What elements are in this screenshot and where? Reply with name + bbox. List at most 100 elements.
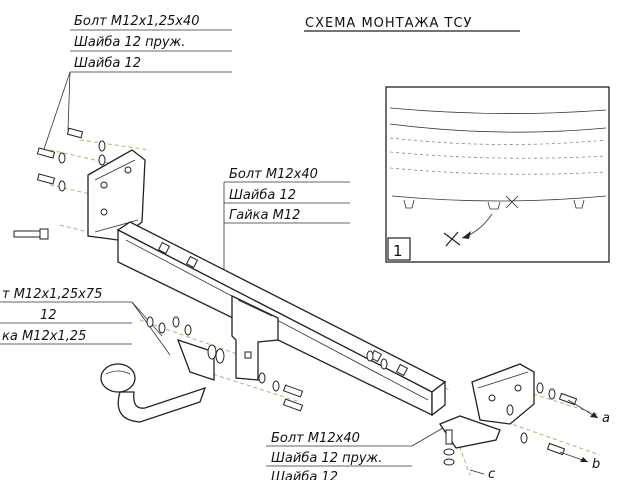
washer xyxy=(58,180,66,192)
right-mounting-bracket xyxy=(439,363,578,466)
inset-detail: 1 xyxy=(385,86,610,263)
diagram-title: СХЕМА МОНТАЖА ТСУ xyxy=(305,16,472,31)
bolt xyxy=(282,384,304,398)
washer xyxy=(172,316,180,328)
bolt xyxy=(558,392,578,406)
washer xyxy=(443,448,455,456)
beam-end-face xyxy=(431,380,446,417)
bolt-hole xyxy=(488,394,496,402)
label-group-left: т М12х1,25х75 12 ка М12х1,25 xyxy=(0,287,171,356)
bolt-head xyxy=(157,241,171,255)
label-group-bottom: Болт М12х40 Шайба 12 пруж. Шайба 12 xyxy=(266,424,449,480)
washer xyxy=(184,324,192,336)
leader-line xyxy=(41,71,71,156)
remove-cross-icon xyxy=(443,231,461,247)
bolt xyxy=(282,398,304,412)
tow-ball-arm xyxy=(100,338,225,423)
clip-bracket xyxy=(573,199,585,209)
clip-bracket xyxy=(403,199,415,209)
leader-line xyxy=(131,301,171,356)
bumper-edge xyxy=(389,123,607,133)
leader-line xyxy=(411,424,449,447)
leader-line xyxy=(67,71,71,131)
bolt-head xyxy=(185,255,199,269)
left-mounting-bracket xyxy=(87,149,146,241)
assembly-line xyxy=(79,139,151,151)
bolt-hole xyxy=(100,181,108,189)
bracket-edge xyxy=(477,371,529,389)
bolt-hole xyxy=(100,208,108,216)
bolt xyxy=(36,173,56,185)
washer xyxy=(520,432,528,444)
towbar-mount-plate xyxy=(231,294,279,381)
washer xyxy=(380,358,388,370)
plate-edge xyxy=(237,299,273,317)
washer xyxy=(506,404,514,416)
tow-ball xyxy=(100,363,136,393)
hidden-line xyxy=(389,151,607,159)
bracket-plate xyxy=(471,363,535,425)
assembly-line xyxy=(139,319,241,356)
label-bolt-m12x40: Болт М12х40 xyxy=(229,167,318,182)
inset-number: 1 xyxy=(393,242,403,260)
label-washer-12: 12 xyxy=(40,308,57,323)
washer xyxy=(366,350,374,362)
bolt-head xyxy=(395,363,409,377)
bolt-hole xyxy=(244,351,252,359)
assembly-line xyxy=(499,419,601,456)
label-bolt-m12x1-25x40: Болт М12х1,25х40 xyxy=(74,14,200,29)
label-nut-m12x1-25: ка М12х1,25 xyxy=(2,329,86,344)
clip-bracket xyxy=(487,201,501,210)
vertical-bolt xyxy=(445,429,453,445)
washer xyxy=(146,316,154,328)
washer xyxy=(158,322,166,334)
hidden-line xyxy=(389,137,607,145)
beam-fasteners xyxy=(146,316,388,412)
washer xyxy=(98,140,106,152)
label-nut-m12: Гайка М12 xyxy=(229,208,300,223)
bolt xyxy=(36,147,56,159)
bolt-hole xyxy=(124,166,132,174)
hidden-line xyxy=(389,167,607,175)
tow-ball-highlight xyxy=(105,370,131,375)
left-bolts xyxy=(13,127,106,240)
washer xyxy=(548,388,556,400)
inset-frame xyxy=(385,86,610,263)
bolt-hole xyxy=(514,384,522,392)
leader-line xyxy=(131,301,163,337)
callout-c: c xyxy=(488,467,495,480)
washer xyxy=(58,152,66,164)
label-group-center: Болт М12х40 Шайба 12 Гайка М12 xyxy=(223,167,350,275)
arrow-head-icon xyxy=(590,412,598,418)
label-spring-washer-12: Шайба 12 пруж. xyxy=(271,451,382,466)
cut-mark-icon xyxy=(505,195,519,209)
mount-plate xyxy=(231,294,279,381)
callout-leader xyxy=(469,469,485,475)
washer xyxy=(98,154,106,166)
bumper-edge xyxy=(389,107,607,114)
washer xyxy=(207,344,217,360)
bolt xyxy=(66,127,84,139)
callouts: a b c xyxy=(469,399,610,480)
label-group-top-left: Болт М12х1,25х40 Шайба 12 пруж. Шайба 12 xyxy=(41,14,232,156)
washer xyxy=(443,458,455,466)
arm-bracket xyxy=(176,338,215,381)
label-washer-12: Шайба 12 xyxy=(229,188,296,203)
tow-arm xyxy=(117,386,207,423)
assembly-line xyxy=(49,149,141,171)
label-spring-washer-12: Шайба 12 пруж. xyxy=(74,35,185,50)
washer xyxy=(272,380,280,392)
label-washer-12: Шайба 12 xyxy=(271,470,338,480)
washer xyxy=(258,372,266,384)
washer xyxy=(215,348,225,364)
lower-bracket xyxy=(439,415,501,449)
assembly-line xyxy=(199,369,301,403)
arrow-head-icon xyxy=(462,231,471,239)
arrow-head-icon xyxy=(580,457,588,462)
washer xyxy=(536,382,544,394)
callout-a: a xyxy=(602,411,610,426)
inset-number-box xyxy=(387,237,411,261)
bumper-lower-edge xyxy=(391,195,607,202)
